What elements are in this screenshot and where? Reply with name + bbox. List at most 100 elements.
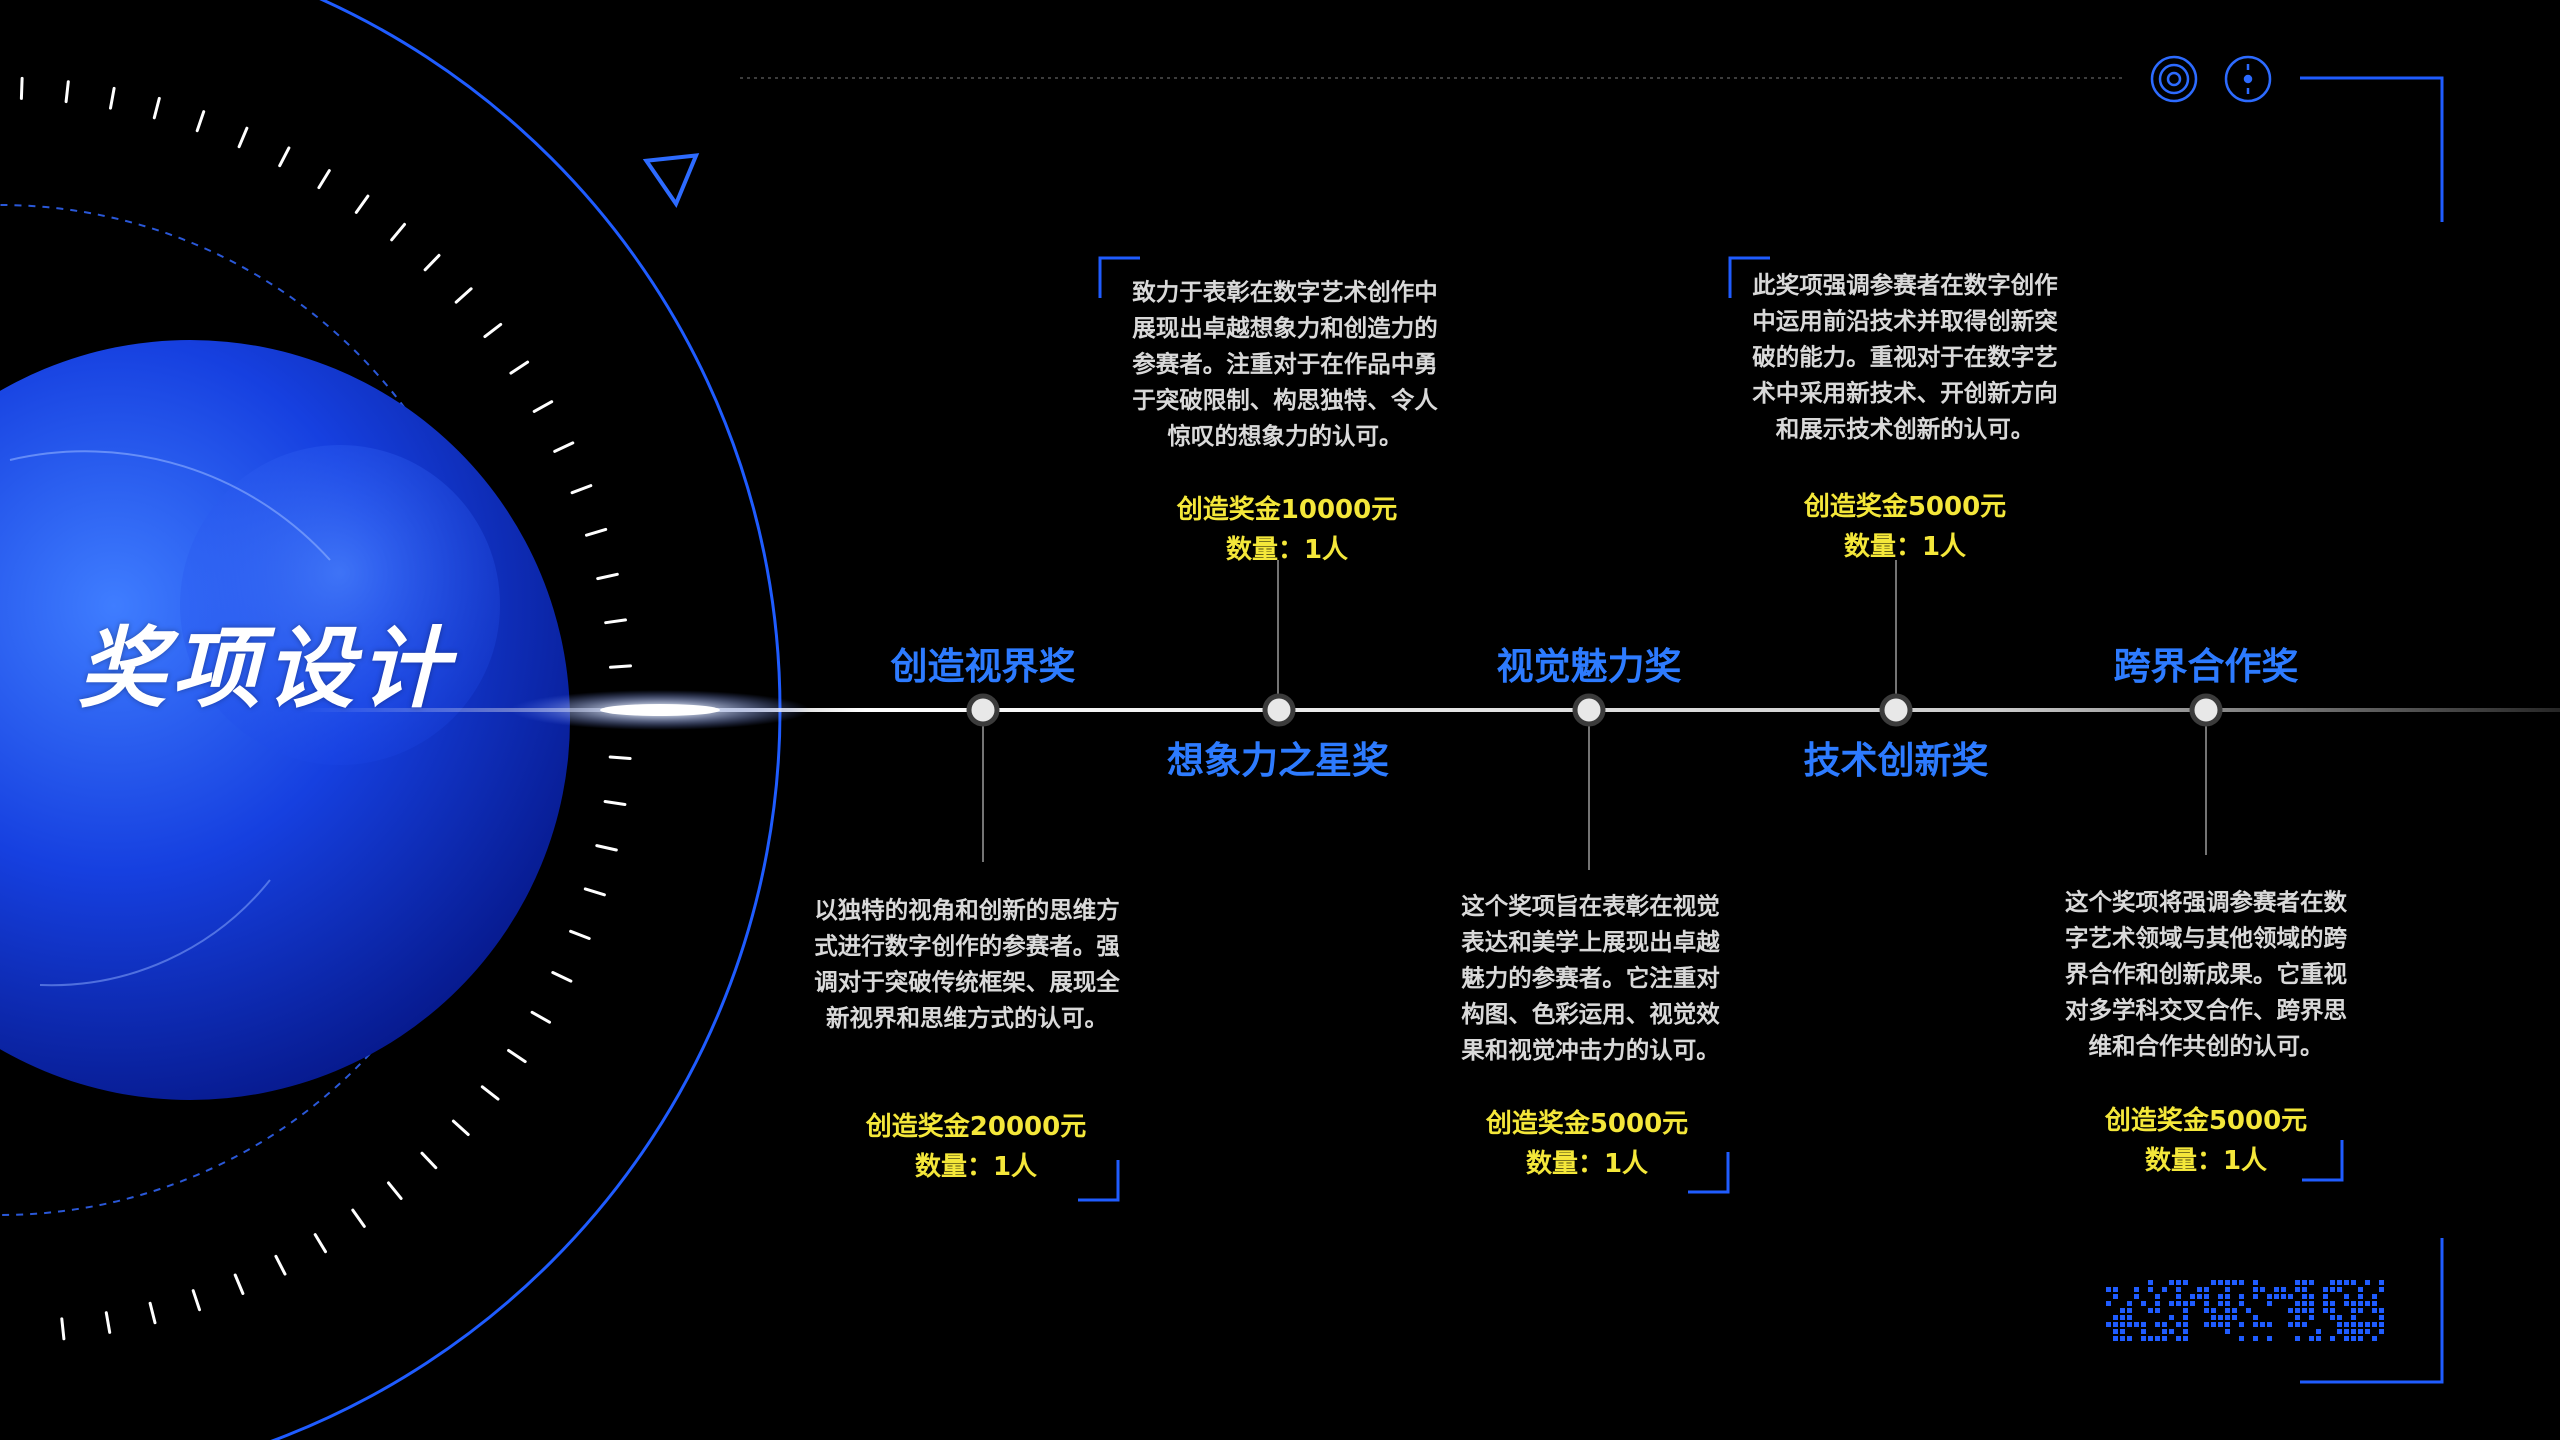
glyph-pixel [2218, 1301, 2223, 1306]
tick-mark [148, 1301, 157, 1325]
award-description-imagination-star: 致力于表彰在数字艺术创作中展现出卓越想象力和创造力的参赛者。注重对于在作品中勇于… [1132, 278, 1438, 450]
glyph-pixel [2120, 1329, 2125, 1334]
glyph-pixel [2323, 1301, 2328, 1306]
target-icon [2150, 55, 2198, 103]
bracket-prize-3 [1688, 1152, 1730, 1194]
tick-mark [313, 1233, 327, 1254]
glyph-pixel [2337, 1315, 2342, 1320]
prize-quantity: 数量：1人 [1225, 535, 1349, 565]
glyph-pixel [2183, 1301, 2188, 1306]
glyph-pixel [2267, 1336, 2272, 1341]
node-2 [1262, 693, 1296, 727]
glyph-pixel [2344, 1280, 2349, 1285]
triangle-icon [642, 153, 700, 209]
glyph-pixel [2365, 1280, 2370, 1285]
prize-amount: 创造奖金10000元 [1176, 495, 1398, 525]
glyph-pixel [2288, 1322, 2293, 1327]
glyph-pixel [2358, 1322, 2363, 1327]
glyph-pixel [2134, 1294, 2139, 1299]
prize-quantity: 数量：1人 [1525, 1149, 1649, 1179]
tick-mark [530, 1010, 551, 1024]
glyph-pixel [2330, 1315, 2335, 1320]
glyph-pixel [2372, 1301, 2377, 1306]
planet-thin-arc [9, 450, 331, 561]
glyph-pixel [2113, 1294, 2118, 1299]
frame-top-right [2300, 76, 2444, 222]
glyph-pixel [2379, 1322, 2384, 1327]
award-prize-imagination-star: 创造奖金10000元 数量：1人 [1087, 490, 1487, 570]
tick-mark [233, 1273, 245, 1295]
award-name-cross-border: 跨界合作奖 [2113, 645, 2299, 688]
glyph-pixel [2372, 1294, 2377, 1299]
tick-mark [596, 572, 619, 581]
glyph-pixel [2106, 1287, 2111, 1292]
award-name-creative-vision: 创造视界奖 [890, 645, 1076, 688]
glyph-pixel [2113, 1322, 2118, 1327]
award-description-creative-vision: 以独特的视角和创新的思维方式进行数字创作的参赛者。强调对于突破传统框架、展现全新… [814, 896, 1120, 1032]
glyph-pixel [2330, 1308, 2335, 1313]
glyph-pixel [2351, 1280, 2356, 1285]
glyph-pixel [2344, 1301, 2349, 1306]
glyph-pixel [2239, 1301, 2244, 1306]
glyph-pixel [2372, 1308, 2377, 1313]
glyph-pixel [2337, 1329, 2342, 1334]
tick-mark [237, 126, 249, 149]
tick-mark [387, 1181, 403, 1200]
glyph-pixel [2197, 1294, 2202, 1299]
glyph-pixel [2302, 1301, 2307, 1306]
tick-mark [390, 222, 406, 242]
glyph-pixel [2155, 1322, 2160, 1327]
tick-mark [603, 800, 627, 806]
frame-bottom-right [2300, 1238, 2444, 1384]
tick-mark [480, 1085, 500, 1101]
glyph-pixel [2351, 1301, 2356, 1306]
glyph-pixel [2141, 1336, 2146, 1341]
glyph-pixel [2120, 1322, 2125, 1327]
glyph-pixel [2169, 1301, 2174, 1306]
award-description-tech-innovation: 此奖项强调参赛者在数字创作中运用前沿技术并取得创新突破的能力。重视对于在数字艺术… [1752, 271, 2058, 443]
glyph-pixel [2365, 1301, 2370, 1306]
glyph-pixel [2358, 1294, 2363, 1299]
glyph-pixel [2309, 1308, 2314, 1313]
tick-mark [483, 322, 503, 339]
prize-quantity: 数量：1人 [1843, 532, 1967, 562]
glyph-pixel [2372, 1322, 2377, 1327]
lens-flare-core [600, 704, 720, 716]
glyph-pixel [2127, 1315, 2132, 1320]
award-name-visual-charm: 视觉魅力奖 [1496, 645, 1682, 688]
glyph-pixel [2302, 1280, 2307, 1285]
glyph-pixel [2183, 1336, 2188, 1341]
glyph-pixel [2267, 1322, 2272, 1327]
tick-mark [604, 618, 627, 625]
tick-mark [317, 169, 331, 190]
tick-mark [274, 1254, 287, 1276]
tick-mark [104, 1311, 112, 1334]
award-description-cross-border: 这个奖项将强调参赛者在数字艺术领域与其他领域的跨界合作和创新成果。它重视对多学科… [2065, 888, 2347, 1060]
tick-mark [595, 844, 618, 852]
glyph-pixel [2239, 1280, 2244, 1285]
glyph-pixel [2141, 1329, 2146, 1334]
glyph-pixel [2288, 1308, 2293, 1313]
glyph-pixel [2169, 1329, 2174, 1334]
glyph-pixel [2183, 1322, 2188, 1327]
glyph-pixel [2330, 1301, 2335, 1306]
glyph-pixel [2197, 1287, 2202, 1292]
tick-mark [420, 1151, 438, 1170]
tick-mark [451, 1119, 470, 1136]
glyph-pixel [2260, 1322, 2265, 1327]
tick-mark [454, 287, 473, 304]
glyph-pixel [2204, 1301, 2209, 1306]
glyph-pixel [2148, 1308, 2153, 1313]
glyph-pixel [2351, 1308, 2356, 1313]
tick-mark [195, 110, 206, 133]
glyph-pixel [2218, 1315, 2223, 1320]
glyph-pixel [2211, 1308, 2216, 1313]
glyph-pixel [2211, 1280, 2216, 1285]
glyph-pixel [2204, 1308, 2209, 1313]
glyph-pixel [2106, 1322, 2111, 1327]
glyph-pixel [2204, 1322, 2209, 1327]
glyph-pixel [2316, 1329, 2321, 1334]
glyph-pixel [2190, 1301, 2195, 1306]
tick-mark [532, 400, 554, 413]
